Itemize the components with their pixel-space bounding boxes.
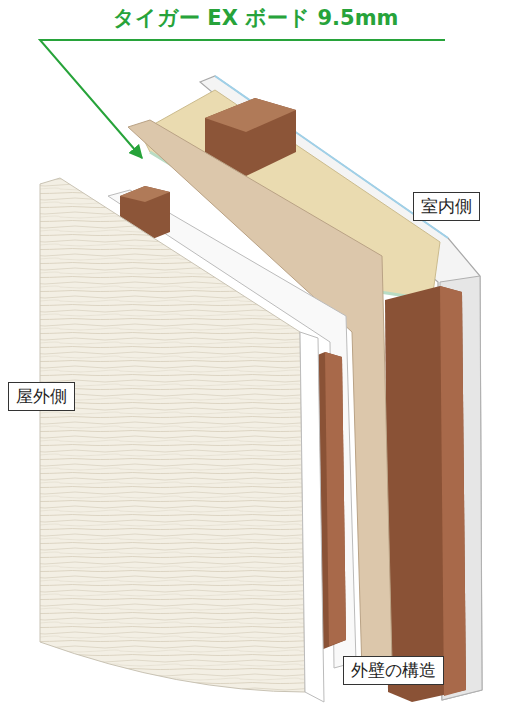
side-label: 外壁の構造 [351, 660, 436, 681]
part-callout: タイガー EX ボード 9.5mm [113, 6, 398, 31]
side-label-box: 外壁の構造 [343, 656, 444, 685]
side-label: 屋外側 [16, 386, 67, 407]
side-label-box: 屋外側 [8, 382, 75, 411]
side-label: 室内側 [421, 196, 472, 217]
side-label-box: 室内側 [413, 192, 480, 221]
